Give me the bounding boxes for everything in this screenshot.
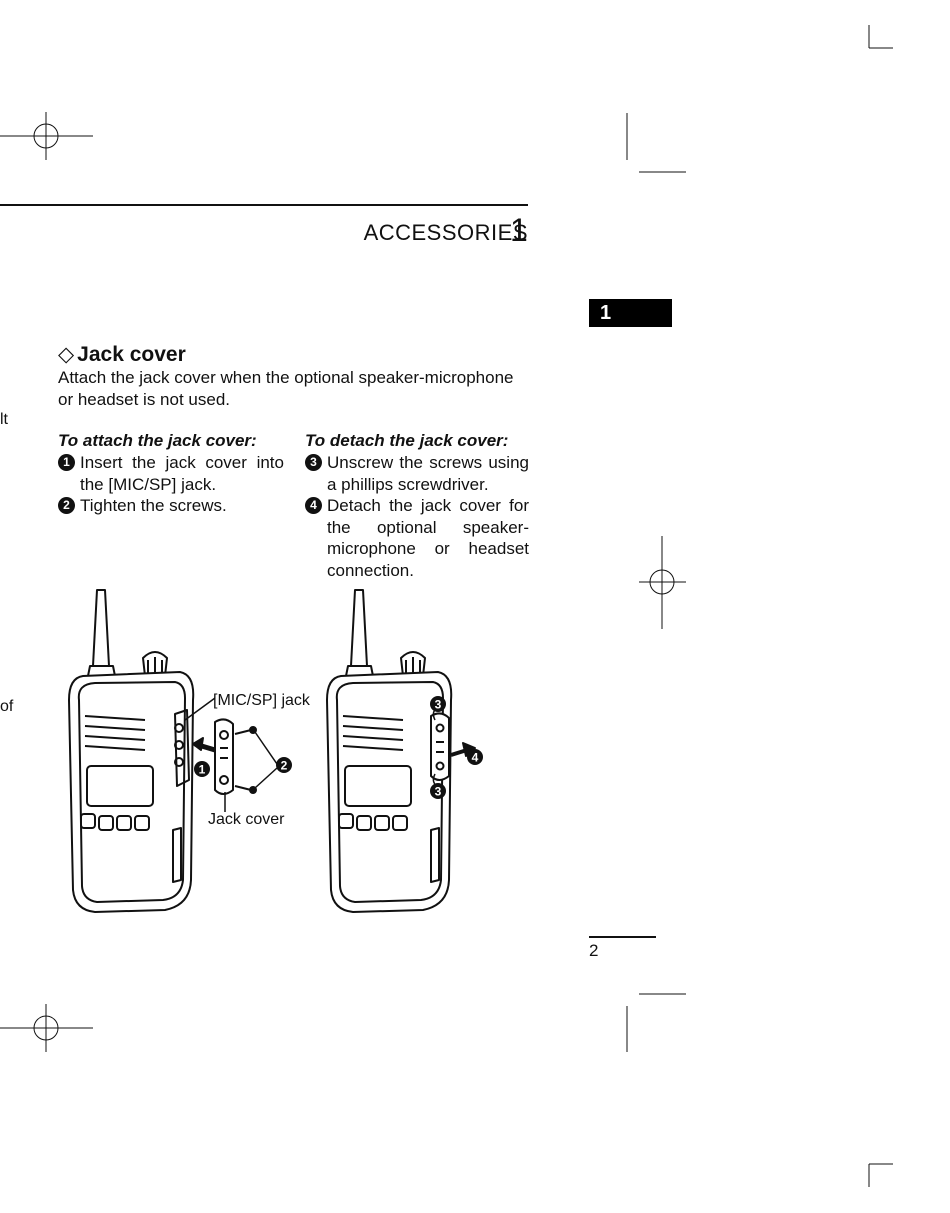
header-rule <box>0 204 528 206</box>
step-text: Tighten the screws. <box>80 496 227 515</box>
attach-heading: To attach the jack cover: <box>58 431 257 450</box>
step-number-badge: 2 <box>58 497 75 514</box>
detach-heading: To detach the jack cover: <box>305 431 509 450</box>
section-title: ◇Jack cover <box>58 342 186 367</box>
radio-illustration-attach <box>68 589 278 913</box>
step-item: 2 Tighten the screws. <box>58 495 284 517</box>
step-number-badge: 1 <box>58 454 75 471</box>
callout-badge: 3 <box>435 785 442 799</box>
jack-cover-label: Jack cover <box>208 811 285 828</box>
step-number-badge: 4 <box>305 497 322 514</box>
margin-fragment: of <box>0 698 14 715</box>
section-intro: Attach the jack cover when the optional … <box>58 368 514 409</box>
step-text: Insert the jack cover into the [MIC/SP] … <box>80 453 284 494</box>
step-number-badge: 3 <box>305 454 322 471</box>
step-text: Unscrew the screws using a phillips scre… <box>327 453 529 494</box>
diamond-icon: ◇ <box>58 343 75 366</box>
section-title-text: Jack cover <box>77 343 186 366</box>
step-item: 1 Insert the jack cover into the [MIC/SP… <box>58 452 284 495</box>
chapter-title: ACCESSORIES <box>363 220 528 245</box>
callout-badge: 2 <box>281 759 288 773</box>
footer-rule <box>589 936 656 938</box>
margin-fragment: lt <box>0 411 8 428</box>
step-item: 4 Detach the jack cover for the optional… <box>305 495 529 581</box>
callout-badge: 1 <box>199 763 206 777</box>
step-item: 3 Unscrew the screws using a phillips sc… <box>305 452 529 495</box>
callout-badge: 4 <box>472 751 479 765</box>
mic-sp-jack-label: [MIC/SP] jack <box>213 692 310 709</box>
callout-badge: 3 <box>435 698 442 712</box>
chapter-tab: 1 <box>589 299 672 327</box>
radio-illustration-detach <box>326 589 476 913</box>
chapter-number: 1 <box>510 212 528 248</box>
attach-instructions: To attach the jack cover: 1 Insert the j… <box>58 430 284 517</box>
jack-cover-illustration: 1 2 3 3 4 <box>68 589 483 913</box>
step-text: Detach the jack cover for the optional s… <box>327 496 529 580</box>
page-number: 2 <box>589 941 599 960</box>
detach-instructions: To detach the jack cover: 3 Unscrew the … <box>305 430 529 581</box>
